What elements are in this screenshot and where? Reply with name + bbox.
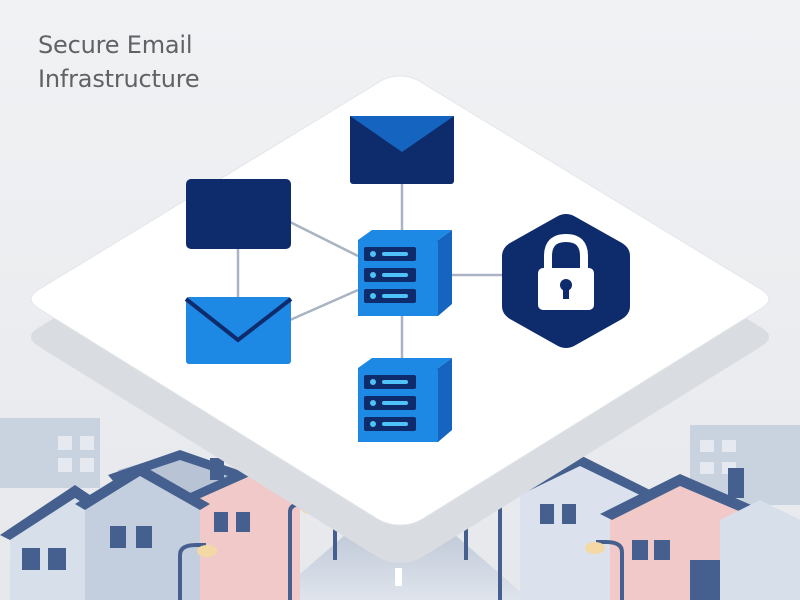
connector-box-server	[289, 220, 359, 258]
distant-building	[0, 418, 100, 488]
house-right-front	[720, 500, 800, 600]
navy-device-box	[186, 179, 291, 249]
terminal-icon	[186, 179, 291, 249]
top-email-envelope	[350, 116, 454, 184]
server-icon	[364, 247, 416, 303]
page-title: Secure Email Infrastructure	[38, 28, 200, 96]
lock-icon	[538, 233, 594, 310]
security-lock-hexagon	[502, 214, 630, 348]
connector-envelope-server-left	[289, 288, 359, 322]
house-left-second	[75, 464, 210, 600]
mail-icon	[350, 116, 454, 160]
server-icon	[364, 375, 416, 431]
mail-icon	[184, 297, 293, 343]
title-line-1: Secure Email	[38, 31, 193, 59]
left-email-envelope	[184, 297, 293, 364]
lower-mail-server	[358, 358, 452, 442]
central-mail-server	[358, 230, 452, 316]
title-line-2: Infrastructure	[38, 65, 200, 93]
